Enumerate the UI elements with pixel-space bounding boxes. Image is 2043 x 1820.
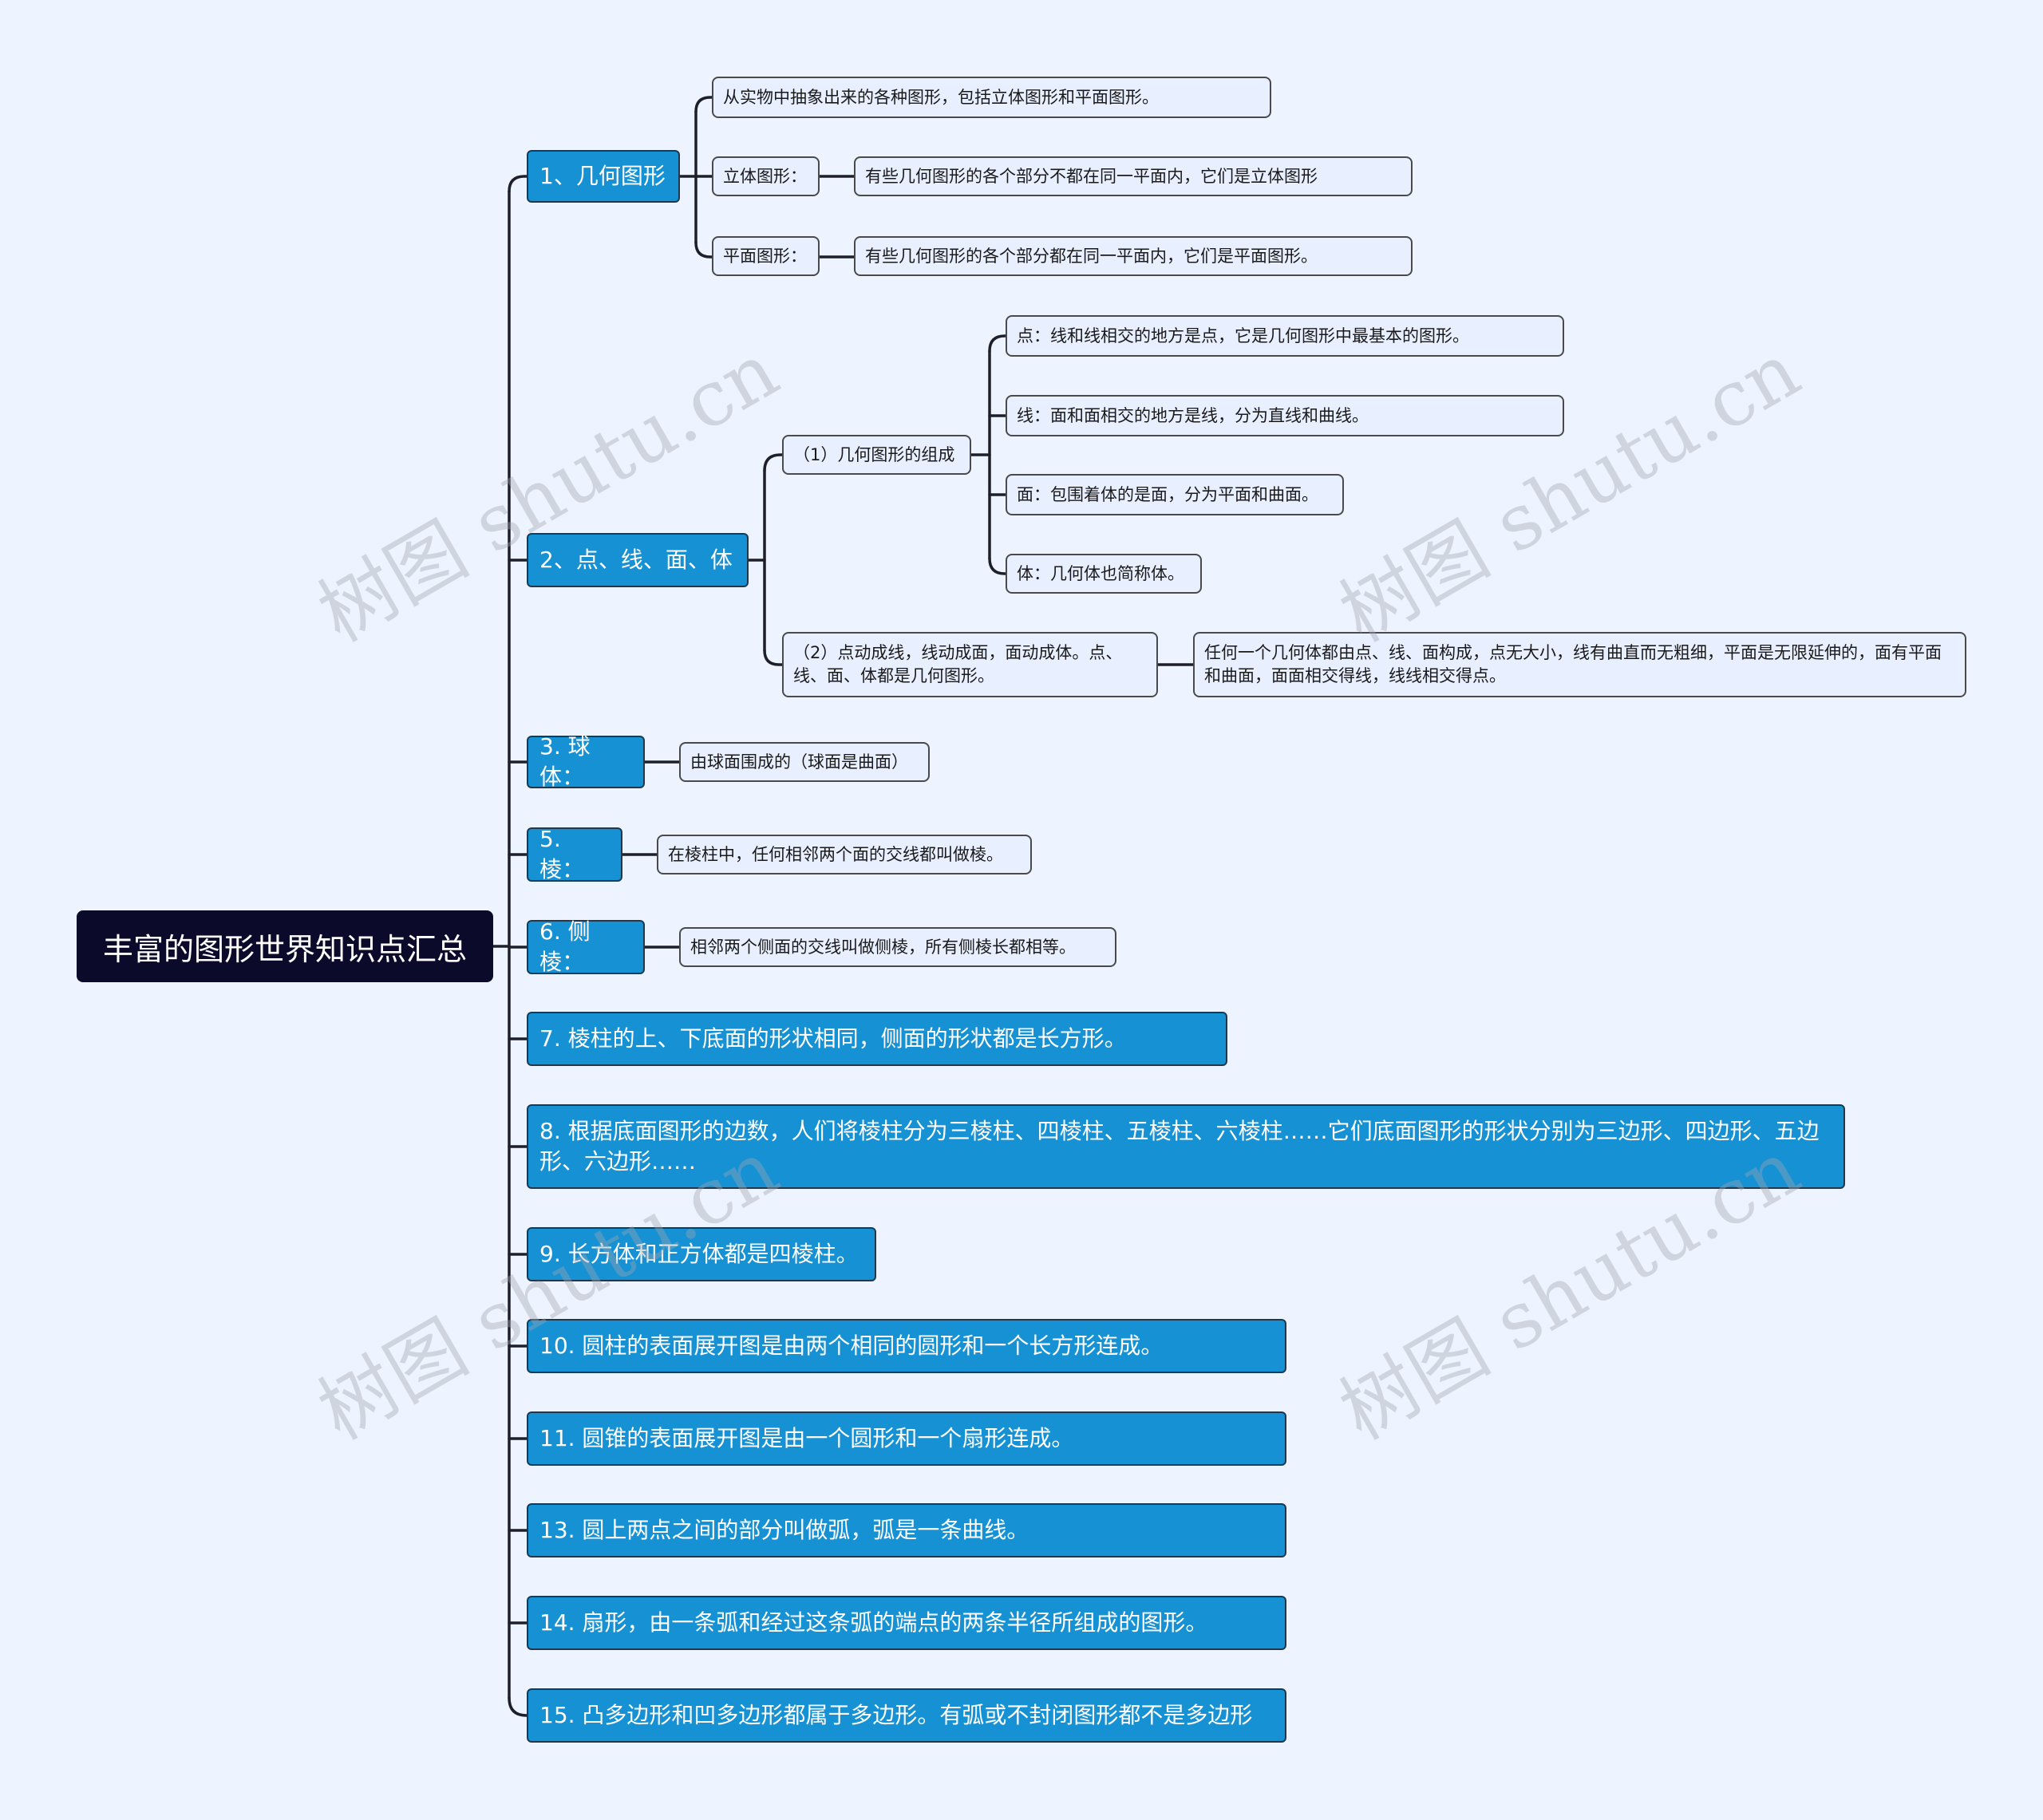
branch-label: 5. 棱： (539, 826, 585, 882)
leaf-label: 面：包围着体的是面，分为平面和曲面。 (1017, 484, 1318, 504)
branch-lateral-edge[interactable]: 6. 侧棱： (527, 918, 645, 975)
leaf-face[interactable]: 面：包围着体的是面，分为平面和曲面。 (1006, 474, 1344, 515)
leaf-label: 有些几何图形的各个部分都在同一平面内，它们是平面图形。 (865, 246, 1318, 266)
leaf-label: 平面图形： (723, 246, 807, 266)
leaf-body[interactable]: 体：几何体也简称体。 (1006, 554, 1202, 594)
branch-edge[interactable]: 5. 棱： (527, 826, 622, 882)
branch-point-line-face-body[interactable]: 2、点、线、面、体 (527, 533, 749, 587)
branch-label: 9. 长方体和正方体都是四棱柱。 (539, 1241, 859, 1268)
leaf-motion[interactable]: （2）点动成线，线动成面，面动成体。点、线、面、体都是几何图形。 (782, 632, 1158, 697)
branch-cylinder-net[interactable]: 10. 圆柱的表面展开图是由两个相同的圆形和一个长方形连成。 (527, 1319, 1286, 1373)
leaf-label: 点：线和线相交的地方是点，它是几何图形中最基本的图形。 (1017, 326, 1469, 345)
branch-cone-net[interactable]: 11. 圆锥的表面展开图是由一个圆形和一个扇形连成。 (527, 1411, 1286, 1466)
leaf-label: 从实物中抽象出来的各种图形，包括立体图形和平面图形。 (723, 87, 1159, 107)
branch-sector[interactable]: 14. 扇形，由一条弧和经过这条弧的端点的两条半径所组成的图形。 (527, 1596, 1286, 1650)
branch-label: 7. 棱柱的上、下底面的形状相同，侧面的形状都是长方形。 (539, 1025, 1127, 1052)
leaf-label: 在棱柱中，任何相邻两个面的交线都叫做棱。 (668, 844, 1003, 864)
branch-arc[interactable]: 13. 圆上两点之间的部分叫做弧，弧是一条曲线。 (527, 1503, 1286, 1557)
leaf-label: 有些几何图形的各个部分不都在同一平面内，它们是立体图形 (865, 166, 1318, 186)
branch-polygon[interactable]: 15. 凸多边形和凹多边形都属于多边形。有弧或不封闭图形都不是多边形 (527, 1688, 1286, 1743)
leaf-motion-explanation[interactable]: 任何一个几何体都由点、线、面构成，点无大小，线有曲直而无粗细，平面是无限延伸的，… (1193, 632, 1966, 697)
branch-geometric-figures[interactable]: 1、几何图形 (527, 150, 680, 203)
leaf-label: 相邻两个侧面的交线叫做侧棱，所有侧棱长都相等。 (690, 937, 1076, 957)
leaf-label: 体：几何体也简称体。 (1017, 563, 1184, 583)
branch-prism-faces[interactable]: 7. 棱柱的上、下底面的形状相同，侧面的形状都是长方形。 (527, 1012, 1227, 1066)
leaf-solid-figure-definition[interactable]: 有些几何图形的各个部分不都在同一平面内，它们是立体图形 (854, 156, 1413, 196)
branch-label: 1、几何图形 (539, 163, 666, 190)
leaf-label: （1）几何图形的组成 (793, 444, 955, 464)
leaf-label: 立体图形： (723, 166, 807, 186)
branch-label: 6. 侧棱： (539, 918, 591, 975)
leaf-line[interactable]: 线：面和面相交的地方是线，分为直线和曲线。 (1006, 395, 1564, 436)
leaf-label: （2）点动成线，线动成面，面动成体。点、线、面、体都是几何图形。 (793, 643, 1123, 685)
branch-sphere[interactable]: 3. 球体： (527, 733, 645, 790)
leaf-lateral-edge-definition[interactable]: 相邻两个侧面的交线叫做侧棱，所有侧棱长都相等。 (679, 927, 1116, 967)
leaf-label: 任何一个几何体都由点、线、面构成，点无大小，线有曲直而无粗细，平面是无限延伸的，… (1204, 643, 1942, 685)
branch-label: 11. 圆锥的表面展开图是由一个圆形和一个扇形连成。 (539, 1425, 1074, 1452)
leaf-sphere-definition[interactable]: 由球面围成的（球面是曲面） (679, 742, 930, 782)
root-topic[interactable]: 丰富的图形世界知识点汇总 (77, 910, 493, 982)
leaf-plane-figure-definition[interactable]: 有些几何图形的各个部分都在同一平面内，它们是平面图形。 (854, 236, 1413, 276)
leaf-label: 线：面和面相交的地方是线，分为直线和曲线。 (1017, 405, 1369, 425)
leaf-edge-definition[interactable]: 在棱柱中，任何相邻两个面的交线都叫做棱。 (657, 835, 1032, 874)
leaf-geometric-definition[interactable]: 从实物中抽象出来的各种图形，包括立体图形和平面图形。 (712, 77, 1271, 118)
leaf-plane-figure[interactable]: 平面图形： (712, 236, 820, 276)
branch-label: 13. 圆上两点之间的部分叫做弧，弧是一条曲线。 (539, 1517, 1029, 1544)
branch-prism-classification[interactable]: 8. 根据底面图形的边数，人们将棱柱分为三棱柱、四棱柱、五棱柱、六棱柱……它们底… (527, 1104, 1845, 1189)
branch-label: 8. 根据底面图形的边数，人们将棱柱分为三棱柱、四棱柱、五棱柱、六棱柱……它们底… (539, 1118, 1820, 1175)
branch-cuboid-cube[interactable]: 9. 长方体和正方体都是四棱柱。 (527, 1227, 876, 1281)
branch-label: 14. 扇形，由一条弧和经过这条弧的端点的两条半径所组成的图形。 (539, 1609, 1208, 1636)
leaf-point[interactable]: 点：线和线相交的地方是点，它是几何图形中最基本的图形。 (1006, 315, 1564, 357)
branch-label: 2、点、线、面、体 (539, 547, 733, 574)
leaf-label: 由球面围成的（球面是曲面） (690, 752, 908, 772)
branch-label: 3. 球体： (539, 733, 591, 790)
leaf-solid-figure[interactable]: 立体图形： (712, 156, 820, 196)
branch-label: 15. 凸多边形和凹多边形都属于多边形。有弧或不封闭图形都不是多边形 (539, 1702, 1253, 1729)
leaf-composition[interactable]: （1）几何图形的组成 (782, 435, 971, 475)
branch-label: 10. 圆柱的表面展开图是由两个相同的圆形和一个长方形连成。 (539, 1332, 1164, 1360)
